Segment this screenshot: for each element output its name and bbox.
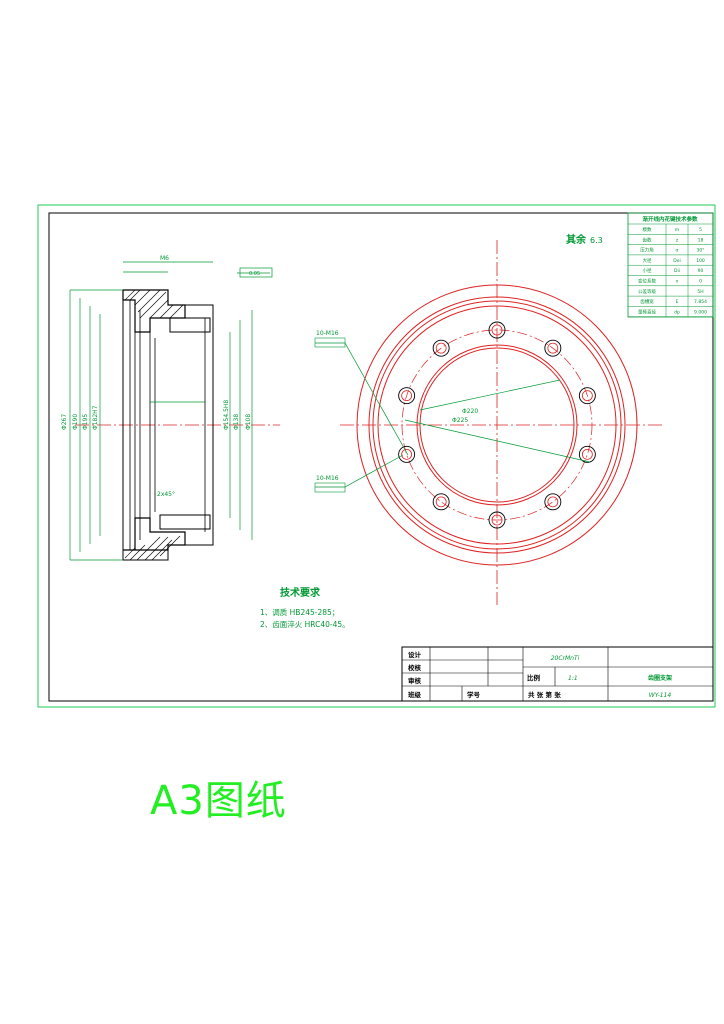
param-cell: 公差等级 [638, 288, 656, 295]
param-cell: 模数 [643, 226, 652, 233]
param-cell: 变位系数 [638, 278, 656, 285]
dim-right-2: Φ108 [245, 414, 252, 430]
bolt-hole [578, 387, 596, 405]
dim-top-0: M6 [160, 255, 169, 262]
note-item-2: 2、齿面淬火 HRC40-45。 [260, 619, 350, 629]
scale-label: 比例 [527, 673, 541, 682]
flange-bottom [123, 517, 186, 551]
sheets-text: 共 张 第 张 [528, 690, 561, 699]
bolt-hole-inner [401, 390, 413, 402]
callout-frame-1 [314, 337, 346, 348]
param-cell: z [676, 238, 679, 243]
student-id-label: 学号 [467, 690, 481, 699]
param-cell: 18 [698, 237, 704, 243]
bolt-hole [432, 493, 450, 511]
section-view [69, 261, 280, 561]
param-cell: 压力角 [640, 247, 654, 254]
callout-1: 10-M16 [316, 330, 339, 337]
param-cell: m [675, 228, 679, 233]
dim-left-1: Φ190 [72, 414, 79, 430]
caption: A3图纸 [150, 778, 287, 824]
param-cell: α [676, 249, 679, 254]
param-cell: 30° [697, 248, 705, 254]
material-value: 20CrMnTi [551, 655, 580, 662]
param-cell: 齿槽宽 [640, 298, 654, 305]
bolt-hole-top [169, 317, 211, 333]
section-inner-lines [129, 300, 206, 550]
bolt-hole [544, 493, 562, 511]
dim-right-0: Φ154.5H8 [223, 400, 230, 430]
dim-left-0: Φ267 [61, 414, 68, 430]
title-block: 设计 校核 审核 班级 学号 比例 共 张 第 张 20CrMnTi 1:1 齿… [401, 646, 714, 702]
dim-left-2: Φ195 [82, 414, 89, 430]
inner-frame [48, 212, 714, 702]
bolt-hole-bottom [159, 514, 211, 530]
param-cell: 0 [699, 279, 702, 285]
bolt-hole [432, 339, 450, 357]
bolt-hole-inner [435, 342, 447, 354]
front-view [314, 240, 665, 605]
bolt-hole-inner [581, 448, 593, 460]
callout-2: 10-M16 [316, 475, 339, 482]
bolt-hole [488, 511, 506, 529]
title-row-2: 审核 [408, 676, 422, 685]
param-cell: dp [674, 309, 680, 315]
front-circles [356, 284, 638, 566]
drawing-number: WY-114 [649, 692, 672, 699]
param-cell: 7.854 [694, 299, 707, 305]
bolt-hole [578, 445, 596, 463]
bolt-hole-inner [491, 324, 503, 336]
hatching [124, 289, 184, 561]
title-row-3: 班级 [408, 690, 422, 699]
title-row-0: 设计 [408, 650, 422, 659]
bolt-hole-inner [581, 390, 593, 402]
roughness-value: 6.3 [590, 236, 603, 245]
param-cell: 5 [699, 227, 702, 233]
roughness-label: 其余 [566, 233, 587, 246]
bolt-hole [488, 321, 506, 339]
part-name: 齿圈支架 [648, 674, 672, 682]
param-cell: 90 [698, 268, 704, 274]
callout-frame-2 [314, 482, 346, 493]
param-cell: x [676, 280, 679, 285]
notes-title: 技术要求 [280, 586, 321, 599]
param-cell: 大径 [643, 257, 652, 264]
bolt-hole-inner [547, 342, 559, 354]
dim-right-1: Φ138 [233, 414, 240, 430]
title-row-1: 校核 [408, 663, 422, 672]
param-cell: 9.000 [694, 309, 707, 315]
param-table: 渐开线内花键技术参数 模数 m 5 齿数 z 18 压力角 α 30° 大径 Dei 100 小径 Dii… [627, 212, 714, 318]
bolt-hole-inner [491, 514, 503, 526]
param-cell: 齿数 [643, 236, 652, 243]
radius-label-1: Φ220 [462, 408, 478, 415]
param-cell: Dii [674, 268, 680, 274]
param-cell: 量棒直径 [638, 308, 656, 315]
param-cell: E [676, 299, 679, 305]
param-table-title: 渐开线内花键技术参数 [642, 215, 698, 223]
dim-left-3: Φ182H7 [92, 405, 99, 430]
param-cell: 5H [697, 289, 703, 295]
bolt-hole-inner [401, 448, 413, 460]
note-item-1: 1、调质 HB245-285； [260, 607, 339, 617]
tolerance-value: 0.05 [249, 271, 260, 277]
outer-frame [37, 204, 716, 708]
bolt-hole-inner [435, 496, 447, 508]
bolt-hole-inner [547, 496, 559, 508]
bolt-hole-pattern [398, 321, 596, 529]
param-cell: 100 [696, 258, 705, 264]
param-cell: Dei [673, 258, 680, 264]
chamfer-label: 2x45° [157, 491, 175, 498]
bolt-hole [398, 387, 416, 405]
radius-label-2: Φ225 [452, 417, 468, 424]
bolt-hole [544, 339, 562, 357]
tolerance-frame [239, 267, 273, 278]
scale-value: 1:1 [568, 675, 578, 682]
param-cell: 小径 [643, 267, 652, 274]
bolt-hole [398, 445, 416, 463]
section-dimension-lines [69, 261, 270, 561]
